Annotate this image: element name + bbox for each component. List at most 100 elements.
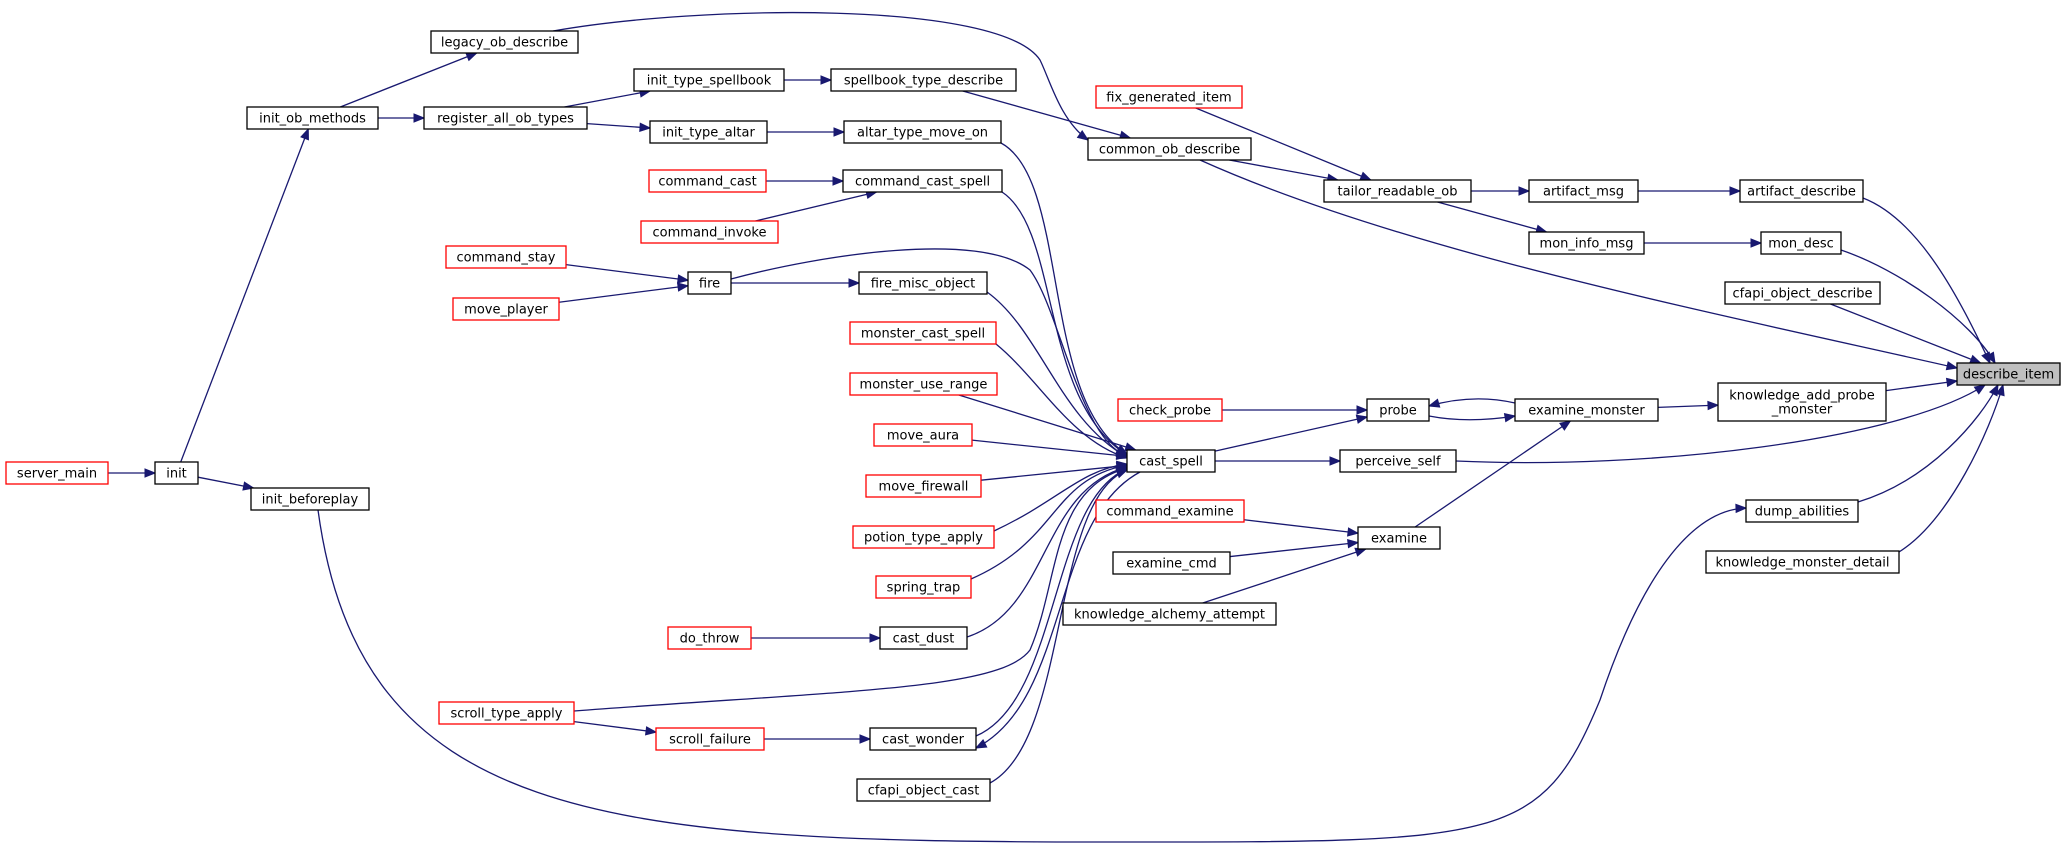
- node-legacy_ob_describe[interactable]: legacy_ob_describe: [430, 30, 579, 54]
- node-label-cast_spell: cast_spell: [1139, 455, 1203, 470]
- node-label-fire_misc_object: fire_misc_object: [871, 277, 976, 292]
- node-scroll_failure[interactable]: scroll_failure: [655, 727, 765, 751]
- node-box-tailor_readable_ob: [1323, 179, 1472, 203]
- node-examine_cmd[interactable]: examine_cmd: [1112, 551, 1231, 575]
- node-label-mon_desc: mon_desc: [1768, 237, 1834, 252]
- node-label-command_invoke: command_invoke: [653, 226, 767, 241]
- node-knowledge_alchemy_attempt[interactable]: knowledge_alchemy_attempt: [1062, 602, 1277, 626]
- node-cast_spell[interactable]: cast_spell: [1126, 449, 1216, 473]
- edge-common_ob_describe-to-describe_item: [1199, 159, 1959, 371]
- node-label-init_type_altar: init_type_altar: [662, 126, 755, 141]
- edge-mon_desc-to-describe_item: [1840, 249, 1996, 365]
- node-mon_info_msg[interactable]: mon_info_msg: [1528, 231, 1645, 255]
- edge-cast_spell-to-probe: [1214, 414, 1369, 452]
- node-server_main[interactable]: server_main: [5, 461, 109, 485]
- node-mon_desc[interactable]: mon_desc: [1760, 231, 1842, 255]
- node-label-scroll_failure: scroll_failure: [669, 733, 751, 748]
- node-common_ob_describe[interactable]: common_ob_describe: [1087, 137, 1252, 161]
- edge-fire-to-fire_misc_object: [731, 278, 861, 288]
- edge-perceive_self-to-describe_item: [1455, 384, 1987, 464]
- edge-cfapi_object_cast-to-cast_spell: [989, 469, 1129, 784]
- node-command_stay[interactable]: command_stay: [445, 245, 567, 269]
- edge-artifact_describe-to-describe_item: [1862, 197, 1991, 365]
- node-examine[interactable]: examine: [1357, 526, 1441, 550]
- node-fire[interactable]: fire: [687, 271, 732, 295]
- node-knowledge_monster_detail[interactable]: knowledge_monster_detail: [1705, 550, 1900, 574]
- node-init_type_spellbook[interactable]: init_type_spellbook: [633, 68, 785, 92]
- node-move_aura[interactable]: move_aura: [873, 423, 973, 447]
- node-command_cast[interactable]: command_cast: [648, 169, 767, 193]
- node-box-cast_wonder: [869, 727, 977, 751]
- node-artifact_msg[interactable]: artifact_msg: [1528, 179, 1639, 203]
- node-label-command_cast_spell: command_cast_spell: [855, 175, 990, 190]
- node-tailor_readable_ob[interactable]: tailor_readable_ob: [1323, 179, 1472, 203]
- edge-dump_abilities-to-describe_item: [1857, 383, 1999, 503]
- node-init[interactable]: init: [154, 461, 199, 485]
- node-cfapi_object_cast[interactable]: cfapi_object_cast: [856, 778, 991, 802]
- node-register_all_ob_types[interactable]: register_all_ob_types: [423, 106, 588, 130]
- node-monster_use_range[interactable]: monster_use_range: [849, 372, 998, 396]
- edge-knowledge_add_probe_monster-to-describe_item: [1885, 377, 1959, 392]
- node-box-cfapi_object_cast: [856, 778, 991, 802]
- node-artifact_describe[interactable]: artifact_describe: [1739, 179, 1864, 203]
- node-init_ob_methods[interactable]: init_ob_methods: [246, 106, 379, 130]
- node-command_examine[interactable]: command_examine: [1095, 499, 1245, 523]
- node-fix_generated_item[interactable]: fix_generated_item: [1095, 85, 1243, 109]
- edge-init_ob_methods-to-legacy_ob_describe: [340, 52, 478, 108]
- node-monster_cast_spell[interactable]: monster_cast_spell: [849, 321, 997, 345]
- edge-move_player-to-fire: [558, 282, 690, 303]
- node-label-mon_info_msg: mon_info_msg: [1540, 237, 1634, 252]
- node-init_beforeplay[interactable]: init_beforeplay: [250, 487, 370, 511]
- node-probe[interactable]: probe: [1366, 398, 1430, 422]
- node-move_firewall[interactable]: move_firewall: [865, 474, 982, 498]
- edge-init-to-init_ob_methods: [180, 127, 309, 463]
- node-command_cast_spell[interactable]: command_cast_spell: [842, 169, 1003, 193]
- node-label-knowledge_alchemy_attempt: knowledge_alchemy_attempt: [1074, 608, 1265, 623]
- node-potion_type_apply[interactable]: potion_type_apply: [852, 525, 995, 549]
- node-box-move_player: [452, 297, 560, 321]
- node-command_invoke[interactable]: command_invoke: [640, 220, 779, 244]
- node-box-altar_type_move_on: [843, 120, 1002, 144]
- node-spring_trap[interactable]: spring_trap: [875, 575, 972, 599]
- node-box-command_stay: [445, 245, 567, 269]
- node-altar_type_move_on[interactable]: altar_type_move_on: [843, 120, 1002, 144]
- node-do_throw[interactable]: do_throw: [667, 626, 752, 650]
- node-check_probe[interactable]: check_probe: [1117, 398, 1223, 422]
- edge-mon_info_msg-to-mon_desc: [1644, 238, 1763, 248]
- node-box-mon_desc: [1760, 231, 1842, 255]
- node-perceive_self[interactable]: perceive_self: [1339, 449, 1457, 473]
- node-box-move_firewall: [865, 474, 982, 498]
- edge-do_throw-to-cast_dust: [751, 633, 882, 643]
- node-cast_dust[interactable]: cast_dust: [879, 626, 968, 650]
- node-init_type_altar[interactable]: init_type_altar: [649, 120, 768, 144]
- node-dump_abilities[interactable]: dump_abilities: [1745, 499, 1859, 523]
- node-label-examine_monster: examine_monster: [1528, 404, 1645, 419]
- node-label-spellbook_type_describe: spellbook_type_describe: [844, 74, 1003, 89]
- node-box-command_examine: [1095, 499, 1245, 523]
- node-spellbook_type_describe[interactable]: spellbook_type_describe: [830, 68, 1017, 92]
- edge-server_main-to-init: [108, 468, 157, 478]
- edge-init_type_altar-to-altar_type_move_on: [767, 127, 846, 137]
- node-scroll_type_apply[interactable]: scroll_type_apply: [438, 701, 575, 725]
- edge-examine_monster-to-probe: [1427, 398, 1516, 408]
- node-move_player[interactable]: move_player: [452, 297, 560, 321]
- node-describe_item[interactable]: describe_item: [1956, 362, 2061, 386]
- node-label-command_examine: command_examine: [1106, 505, 1233, 520]
- node-box-scroll_type_apply: [438, 701, 575, 725]
- edge-probe-to-examine_monster: [1428, 412, 1517, 423]
- node-fire_misc_object[interactable]: fire_misc_object: [858, 271, 988, 295]
- edges-layer: [108, 11, 2005, 843]
- node-cast_wonder[interactable]: cast_wonder: [869, 727, 977, 751]
- node-cfapi_object_describe[interactable]: cfapi_object_describe: [1724, 281, 1881, 305]
- node-label-do_throw: do_throw: [680, 632, 740, 647]
- node-label-examine_cmd: examine_cmd: [1126, 557, 1217, 572]
- nodes-layer: describe_item artifact_describe mon_desccf…: [5, 30, 2061, 802]
- node-label-artifact_msg: artifact_msg: [1543, 185, 1624, 200]
- node-examine_monster[interactable]: examine_monster: [1514, 398, 1659, 422]
- node-knowledge_add_probe_monster[interactable]: knowledge_add_probe_monster: [1717, 382, 1887, 422]
- node-label-knowledge_monster_detail: knowledge_monster_detail: [1715, 556, 1889, 571]
- node-label-probe: probe: [1379, 404, 1417, 419]
- node-box-fire: [687, 271, 732, 295]
- node-box-init_type_altar: [649, 120, 768, 144]
